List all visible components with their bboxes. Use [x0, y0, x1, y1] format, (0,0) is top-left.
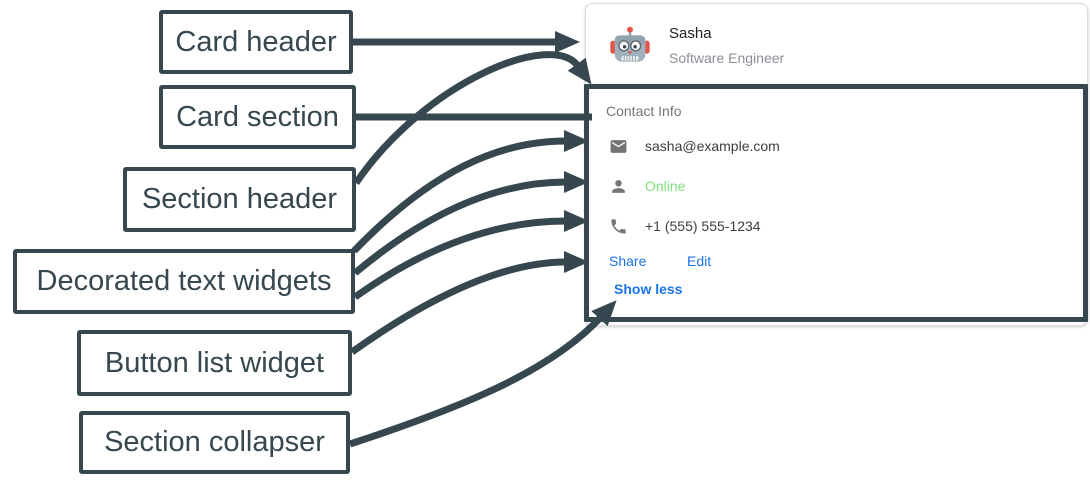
share-button[interactable]: Share: [609, 253, 647, 269]
label-decorated-text-widgets: Decorated text widgets: [13, 249, 355, 314]
decorated-text-row-phone: +1 (555) 555-1234: [586, 212, 761, 240]
label-card-section-text: Card section: [176, 100, 339, 133]
label-card-header: Card header: [159, 10, 353, 74]
label-section-collapser: Section collapser: [79, 411, 350, 474]
arrow-decorated-text-2: [352, 170, 589, 276]
arrow-section-header: [353, 51, 592, 185]
card-subtitle: Software Engineer: [669, 49, 785, 66]
label-button-list-widget: Button list widget: [77, 330, 352, 396]
label-card-section: Card section: [159, 85, 356, 149]
email-icon: [609, 137, 628, 156]
arrow-decorated-text-3: [352, 209, 589, 300]
person-icon: [609, 177, 628, 196]
email-text: sasha@example.com: [645, 138, 780, 154]
label-section-header-text: Section header: [141, 183, 338, 215]
robot-avatar-icon: [609, 24, 651, 66]
label-section-collapser-text: Section collapser: [104, 426, 325, 458]
arrow-decorated-text-1: [351, 129, 589, 254]
decorated-text-row-status: Online: [586, 172, 685, 200]
show-less-button[interactable]: Show less: [614, 281, 683, 297]
decorated-text-row-email: sasha@example.com: [586, 132, 780, 160]
edit-button[interactable]: Edit: [687, 253, 712, 269]
status-text: Online: [645, 178, 686, 194]
phone-icon: [609, 217, 628, 236]
label-card-header-text: Card header: [175, 25, 337, 58]
card-title: Sasha: [669, 24, 712, 42]
button-list: Share Edit: [586, 249, 1087, 273]
phone-text: +1 (555) 555-1234: [645, 218, 761, 234]
section-header-text: Contact Info: [606, 103, 682, 119]
card-header-area: Sasha Software Engineer: [586, 4, 1087, 86]
card-header-text: Sasha Software Engineer: [669, 26, 784, 65]
contact-card: Sasha Software Engineer Contact Info sas…: [585, 3, 1088, 326]
label-section-header: Section header: [123, 167, 356, 232]
arrow-section-collapser: [348, 300, 617, 448]
arrow-button-list: [349, 250, 589, 355]
label-decorated-text-widgets-text: Decorated text widgets: [36, 265, 332, 297]
label-button-list-widget-text: Button list widget: [104, 346, 325, 379]
